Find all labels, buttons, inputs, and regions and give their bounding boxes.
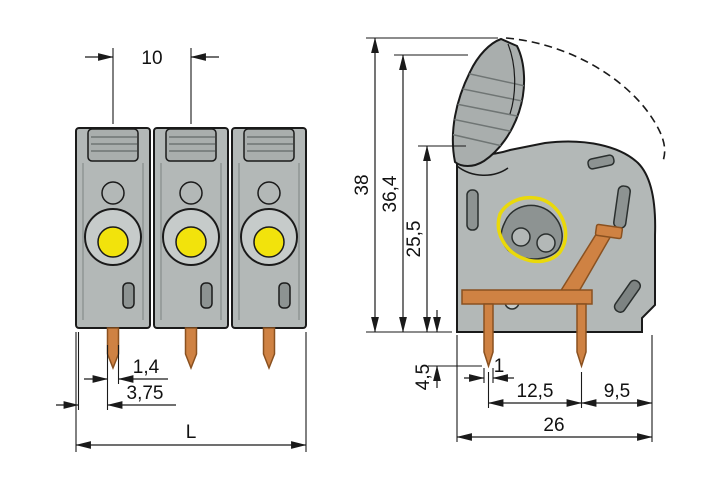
push-button-2 [175,226,207,258]
solder-pin-2 [184,327,198,371]
push-button-1 [97,226,129,258]
test-port-1 [101,181,125,205]
dim-pin-width-front: 1,4 [84,345,168,410]
lever-ribs [452,69,525,151]
pusher-3 [243,128,295,162]
dim-total-height-label: 38 [352,174,373,195]
slot-2 [200,282,213,309]
clamp-spring [496,195,568,264]
housing-details [466,154,642,313]
dim-pin-width-side-label: 1 [494,356,505,377]
vent-slot-top [587,154,615,170]
slot-3 [278,282,291,309]
dim-overall-depth-label: 26 [543,415,564,436]
dim-overall-length-label: L [186,422,197,443]
vent-slot-bottom [613,279,642,313]
dim-pitch-label: 10 [141,48,162,69]
terminal-unit-2 [153,127,229,329]
lever-edge-line [507,43,516,115]
pusher-2 [165,128,217,162]
push-button-3 [253,226,285,258]
copper-conductor [461,223,624,369]
front-view: 10 1,4 3,75 L [56,48,307,452]
dim-body-height: 25,5 [404,145,466,333]
dim-lever-height: 36,4 [380,54,468,333]
dim-pin-offset-label: 3,75 [127,383,164,404]
slot-1 [122,282,135,309]
lever-hinge-line [456,165,509,176]
terminal-unit-3 [231,127,307,329]
dim-pin-offset: 3,75 [56,332,176,410]
dim-pin-length: 4,5 [413,310,482,390]
lever-swing-arc [505,37,666,162]
solder-pin-3 [262,327,276,371]
dim-pin-length-label: 4,5 [413,364,434,390]
pusher-1 [87,128,139,162]
dim-overall-depth: 26 [456,335,653,442]
solder-pin-1 [106,327,120,371]
terminal-unit-1 [75,127,151,329]
dim-lever-height-label: 36,4 [380,175,401,212]
clamp-hole-2 [536,233,556,253]
side-view: 38 36,4 25,5 4,5 1 [352,37,666,442]
dim-pitch: 10 [85,48,219,124]
dim-overall-length: L [75,332,307,452]
dim-pin-width-front-label: 1,4 [133,357,160,378]
copper-contact-tab [594,223,624,240]
dim-edge-distance-label: 9,5 [604,381,630,402]
clamp-hole-1 [511,227,531,247]
solder-pins-front [106,327,276,371]
solder-pin-side-1 [483,303,494,369]
dim-pin-spacing-label: 12,5 [517,381,554,402]
vent-slot-left [466,189,479,231]
copper-bus-bar [461,289,593,305]
test-port-2 [179,181,203,205]
solder-pin-side-2 [576,303,587,369]
test-port-3 [257,181,281,205]
dim-body-height-label: 25,5 [404,221,425,258]
dim-pin-width-side: 1 [464,356,514,383]
dim-edge-distance: 9,5 [580,335,653,442]
dim-pin-spacing: 12,5 [487,372,583,408]
